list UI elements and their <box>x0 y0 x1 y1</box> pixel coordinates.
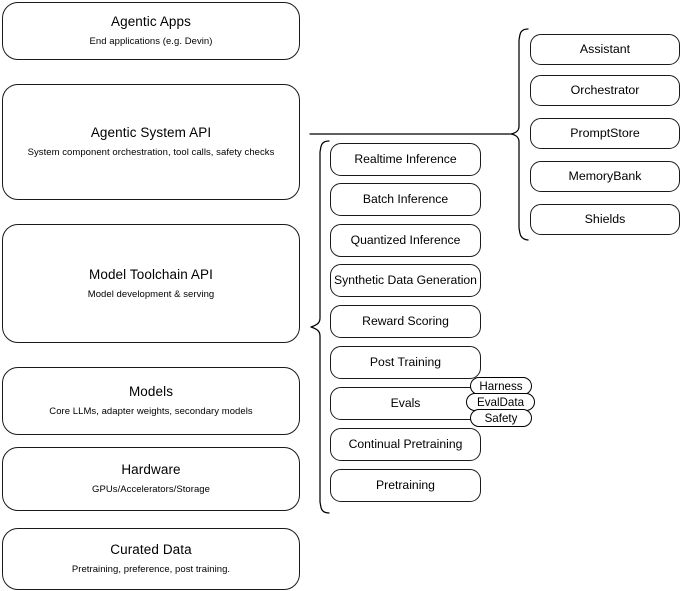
capability-quantized-inference[interactable]: Quantized Inference <box>330 224 481 257</box>
system-component-orchestrator[interactable]: Orchestrator <box>530 75 680 106</box>
brace-toolchain-capabilities <box>310 140 330 514</box>
stack-layer-models[interactable]: Models Core LLMs, adapter weights, secon… <box>2 367 300 435</box>
capability-reward-scoring[interactable]: Reward Scoring <box>330 305 481 338</box>
stack-layer-title: Model Toolchain API <box>89 266 213 282</box>
system-component-label: Orchestrator <box>570 82 640 97</box>
capability-label: Continual Pretraining <box>348 436 463 451</box>
stack-layer-curated-data[interactable]: Curated Data Pretraining, preference, po… <box>2 528 300 590</box>
system-component-shields[interactable]: Shields <box>530 204 680 235</box>
system-component-promptstore[interactable]: PromptStore <box>530 118 680 149</box>
system-component-memorybank[interactable]: MemoryBank <box>530 161 680 192</box>
stack-layer-subtitle: GPUs/Accelerators/Storage <box>92 484 210 495</box>
capability-post-training[interactable]: Post Training <box>330 346 481 379</box>
stack-layer-model-toolchain-api[interactable]: Model Toolchain API Model development & … <box>2 224 300 343</box>
evals-subitem-label: Harness <box>479 379 523 393</box>
stack-layer-title: Agentic Apps <box>110 14 191 30</box>
stack-layer-title: Agentic System API <box>90 125 212 141</box>
capability-label: Pretraining <box>376 477 435 492</box>
stack-layer-agentic-system-api[interactable]: Agentic System API System component orch… <box>2 84 300 200</box>
capability-label: Batch Inference <box>362 191 449 206</box>
capability-synthetic-data-generation[interactable]: Synthetic Data Generation <box>330 264 481 297</box>
capability-continual-pretraining[interactable]: Continual Pretraining <box>330 428 481 461</box>
stack-layer-subtitle: System component orchestration, tool cal… <box>27 147 275 158</box>
stack-layer-title: Curated Data <box>110 542 192 558</box>
stack-layer-hardware[interactable]: Hardware GPUs/Accelerators/Storage <box>2 447 300 511</box>
stack-layer-subtitle: Core LLMs, adapter weights, secondary mo… <box>49 406 253 417</box>
stack-layer-subtitle: Pretraining, preference, post training. <box>71 564 231 575</box>
capability-label: Evals <box>390 395 421 410</box>
system-component-label: MemoryBank <box>568 168 642 183</box>
evals-subitem-label: Safety <box>484 411 518 425</box>
evals-subitem-label: EvalData <box>476 395 525 409</box>
stack-layer-agentic-apps[interactable]: Agentic Apps End applications (e.g. Devi… <box>2 2 300 60</box>
capability-realtime-inference[interactable]: Realtime Inference <box>330 143 481 176</box>
system-component-label: Assistant <box>579 41 631 56</box>
stack-layer-subtitle: End applications (e.g. Devin) <box>89 36 213 47</box>
stack-layer-title: Models <box>128 384 174 400</box>
capability-label: Reward Scoring <box>362 313 449 328</box>
stack-layer-title: Hardware <box>121 462 181 478</box>
capability-pretraining[interactable]: Pretraining <box>330 469 481 502</box>
capability-evals[interactable]: Evals <box>330 387 481 420</box>
capability-batch-inference[interactable]: Batch Inference <box>330 183 481 216</box>
stack-layer-subtitle: Model development & serving <box>87 288 215 300</box>
capability-label: Post Training <box>369 354 442 369</box>
capability-label: Synthetic Data Generation <box>334 272 477 287</box>
evals-subitem-safety[interactable]: Safety <box>470 409 532 427</box>
capability-label: Realtime Inference <box>354 151 457 166</box>
system-component-label: PromptStore <box>570 125 640 140</box>
capability-label: Quantized Inference <box>350 232 461 247</box>
system-component-label: Shields <box>584 211 626 226</box>
system-component-assistant[interactable]: Assistant <box>530 34 680 65</box>
brace-system-components <box>510 28 529 241</box>
